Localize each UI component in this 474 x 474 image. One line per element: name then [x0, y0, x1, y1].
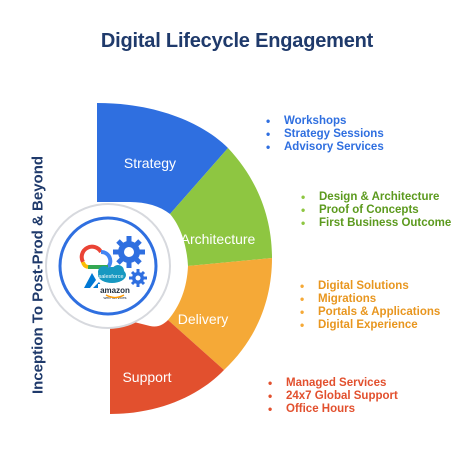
list-item: Managed Services [268, 377, 398, 390]
list-item: Proof of Concepts [301, 204, 451, 217]
segment-strategy [97, 103, 228, 214]
list-item: Digital Solutions [300, 280, 440, 293]
aws-label: amazon [100, 286, 130, 295]
list-item: Workshops [266, 115, 384, 128]
list-item: Office Hours [268, 403, 398, 416]
segment-label-strategy: Strategy [124, 155, 176, 171]
delivery-items: Digital Solutions Migrations Portals & A… [300, 280, 440, 332]
gear-icon [113, 236, 145, 268]
support-items: Managed Services 24x7 Global Support Off… [268, 377, 398, 416]
segment-label-support: Support [122, 369, 171, 385]
aws-icon: amazon web services [98, 284, 132, 300]
list-item: First Business Outcome [301, 217, 451, 230]
gear-icon-small [129, 269, 147, 287]
architecture-items: Design & Architecture Proof of Concepts … [301, 191, 451, 230]
segment-delivery [168, 258, 272, 370]
segment-architecture [170, 148, 272, 266]
list-item: Digital Experience [300, 319, 440, 332]
page-title: Digital Lifecycle Engagement [100, 30, 374, 52]
list-item: Migrations [300, 293, 440, 306]
list-item: Design & Architecture [301, 191, 451, 204]
salesforce-label: salesforce [98, 274, 123, 280]
list-item: 24x7 Global Support [268, 390, 398, 403]
strategy-items: Workshops Strategy Sessions Advisory Ser… [266, 115, 384, 154]
salesforce-icon: salesforce [98, 265, 126, 283]
list-item: Portals & Applications [300, 306, 440, 319]
segment-label-delivery: Delivery [178, 311, 229, 327]
list-item: Advisory Services [266, 141, 384, 154]
segment-support [110, 316, 224, 414]
segment-label-architecture: Architecture [181, 231, 256, 247]
list-item: Strategy Sessions [266, 128, 384, 141]
